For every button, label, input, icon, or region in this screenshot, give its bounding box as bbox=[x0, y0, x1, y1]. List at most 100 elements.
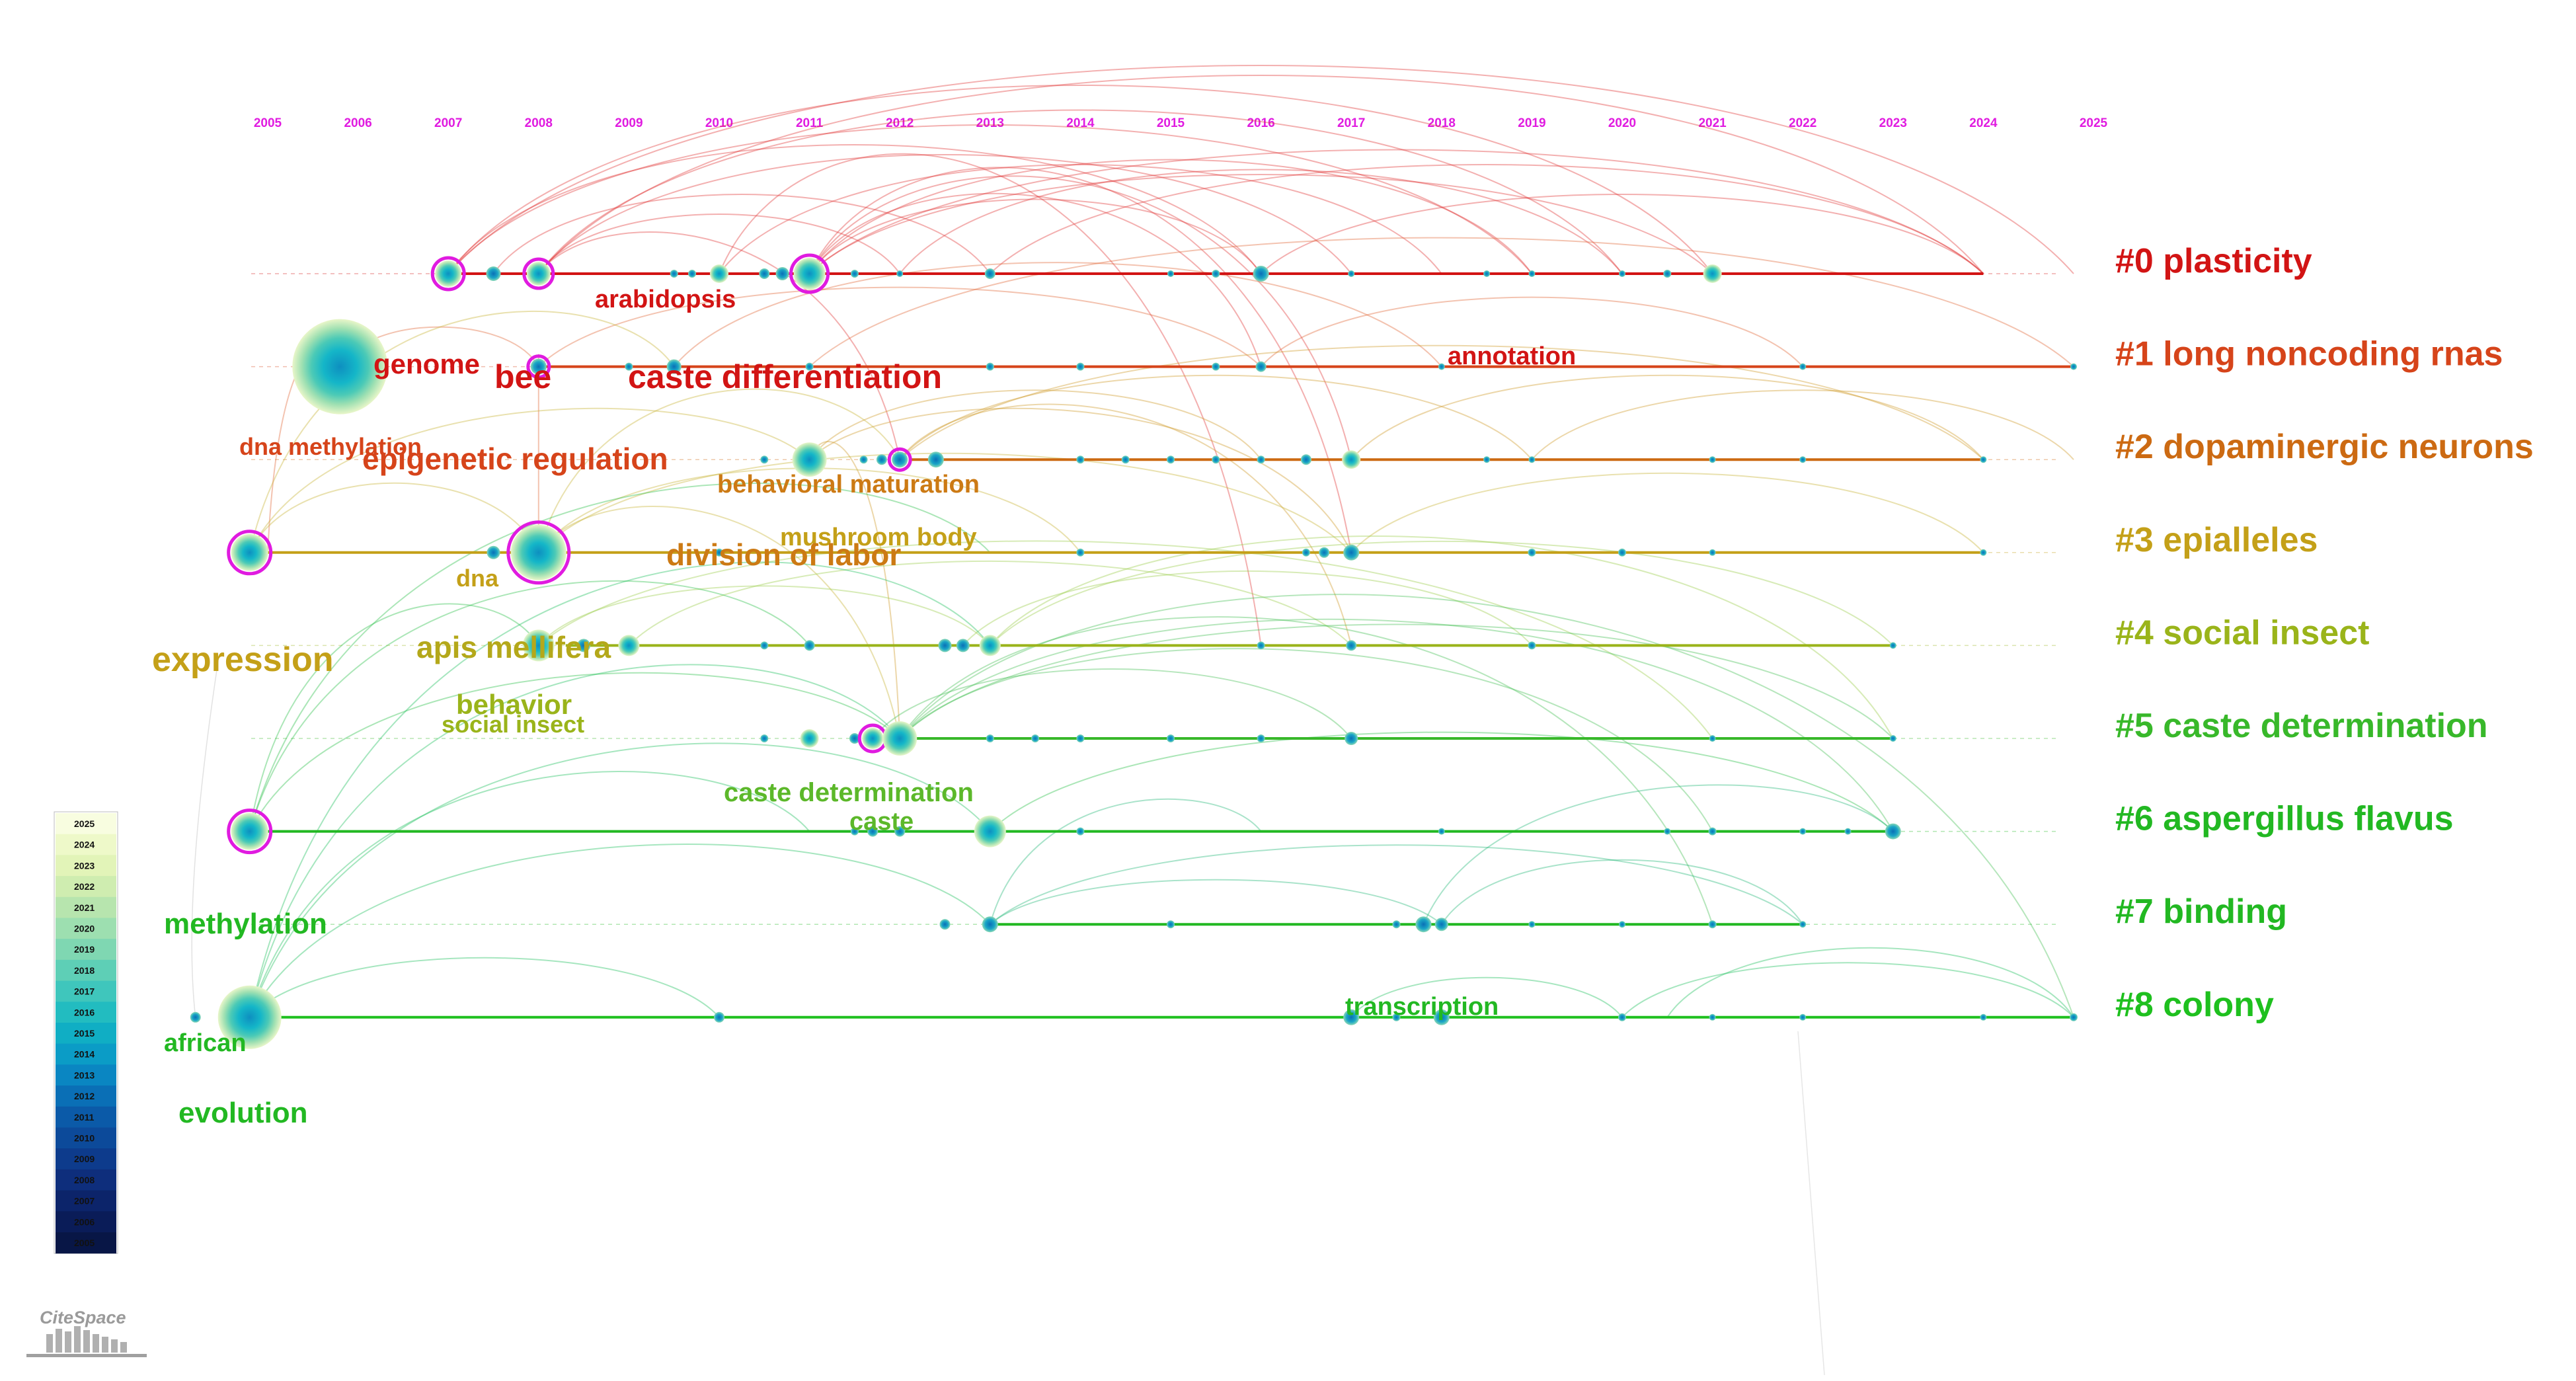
cluster-labels[interactable]: #0 plasticity#1 long noncoding rnas#2 do… bbox=[2115, 242, 2534, 1024]
keyword-node[interactable] bbox=[1257, 455, 1265, 464]
keyword-node[interactable] bbox=[217, 985, 282, 1049]
keyword-node[interactable] bbox=[1709, 456, 1716, 463]
keyword-node[interactable] bbox=[1619, 921, 1625, 928]
keyword-node[interactable] bbox=[1302, 548, 1310, 557]
keyword-node[interactable] bbox=[1167, 270, 1174, 277]
keyword-node[interactable] bbox=[1121, 455, 1130, 464]
keyword-node[interactable] bbox=[688, 270, 697, 278]
cluster-label[interactable]: #6 aspergillus flavus bbox=[2115, 800, 2454, 838]
keyword-node[interactable] bbox=[1257, 734, 1265, 742]
keyword-node[interactable] bbox=[1483, 456, 1491, 463]
keyword-node[interactable] bbox=[1528, 641, 1536, 650]
keyword-node[interactable] bbox=[850, 270, 859, 278]
keyword-node[interactable] bbox=[1434, 918, 1448, 931]
keyword-node[interactable] bbox=[710, 264, 728, 283]
keyword-node[interactable] bbox=[1799, 456, 1807, 463]
keyword-node[interactable] bbox=[760, 641, 769, 650]
keyword-node[interactable] bbox=[986, 734, 994, 742]
keyword-node[interactable] bbox=[2070, 1013, 2078, 1021]
keyword-node[interactable] bbox=[1619, 270, 1625, 277]
keyword-node[interactable] bbox=[430, 256, 466, 292]
keyword-node[interactable] bbox=[1528, 456, 1536, 463]
cluster-label[interactable]: #3 epialleles bbox=[2115, 521, 2318, 559]
keyword-node[interactable] bbox=[1438, 828, 1445, 835]
keyword-node[interactable] bbox=[1167, 734, 1175, 742]
keyword-node[interactable] bbox=[526, 354, 551, 379]
keyword-node[interactable] bbox=[1212, 362, 1220, 371]
keyword-node[interactable] bbox=[896, 270, 904, 277]
keyword-node[interactable] bbox=[882, 721, 917, 756]
keyword-node[interactable] bbox=[759, 268, 770, 279]
keyword-node[interactable] bbox=[1885, 823, 1901, 840]
keyword-node[interactable] bbox=[1076, 455, 1085, 464]
keyword-node[interactable] bbox=[849, 733, 860, 744]
keyword-node[interactable] bbox=[577, 639, 591, 652]
keyword-node[interactable] bbox=[1708, 827, 1717, 836]
keyword-node[interactable] bbox=[1703, 264, 1722, 283]
keyword-node[interactable] bbox=[876, 454, 887, 465]
keyword-node[interactable] bbox=[1664, 828, 1671, 835]
keyword-node[interactable] bbox=[982, 916, 998, 933]
keyword-node[interactable] bbox=[1799, 921, 1807, 928]
keyword-node[interactable] bbox=[805, 362, 814, 371]
keyword-node[interactable] bbox=[1618, 1013, 1626, 1021]
keyword-node[interactable] bbox=[1212, 270, 1220, 278]
keyword-node[interactable] bbox=[1076, 827, 1085, 836]
keyword-node[interactable] bbox=[1167, 455, 1175, 464]
keyword-node[interactable] bbox=[1889, 642, 1896, 649]
keyword-node[interactable] bbox=[1709, 1013, 1716, 1021]
keyword-node[interactable] bbox=[487, 545, 500, 559]
keyword-node[interactable] bbox=[867, 826, 878, 837]
keyword-node[interactable] bbox=[486, 266, 501, 281]
keyword-node[interactable] bbox=[1663, 270, 1672, 278]
keyword-node[interactable] bbox=[1483, 270, 1491, 277]
keyword-node[interactable] bbox=[1799, 828, 1807, 835]
keyword-node[interactable] bbox=[1348, 270, 1355, 277]
keyword-node[interactable] bbox=[1799, 363, 1807, 370]
keyword-node[interactable] bbox=[939, 919, 951, 930]
keyword-node[interactable] bbox=[1319, 547, 1330, 558]
keyword-node[interactable] bbox=[1167, 920, 1175, 929]
keyword-node[interactable] bbox=[1415, 916, 1432, 933]
keyword-node[interactable] bbox=[1076, 362, 1085, 371]
keyword-node[interactable] bbox=[1889, 735, 1896, 742]
keyword-node[interactable] bbox=[522, 257, 555, 290]
keyword-node[interactable] bbox=[292, 319, 388, 414]
keyword-nodes[interactable] bbox=[190, 253, 2078, 1049]
keyword-node[interactable] bbox=[938, 639, 952, 652]
keyword-node[interactable] bbox=[1343, 544, 1360, 561]
cluster-label[interactable]: #8 colony bbox=[2115, 986, 2274, 1024]
keyword-node[interactable] bbox=[800, 729, 819, 748]
keyword-node[interactable] bbox=[1709, 735, 1716, 742]
keyword-node[interactable] bbox=[804, 640, 815, 651]
keyword-node[interactable] bbox=[1253, 266, 1269, 282]
keyword-node[interactable] bbox=[894, 826, 906, 837]
keyword-node[interactable] bbox=[789, 253, 830, 294]
keyword-node[interactable] bbox=[714, 1011, 724, 1023]
keyword-node[interactable] bbox=[506, 520, 571, 585]
keyword-node[interactable] bbox=[1799, 1013, 1807, 1021]
keyword-node[interactable] bbox=[986, 362, 994, 371]
keyword-node[interactable] bbox=[1300, 454, 1311, 465]
cluster-label[interactable]: #2 dopaminergic neurons bbox=[2115, 428, 2534, 466]
keyword-node[interactable] bbox=[1618, 548, 1626, 557]
keyword-node[interactable] bbox=[1844, 828, 1852, 835]
keyword-node[interactable] bbox=[1031, 734, 1040, 742]
keyword-node[interactable] bbox=[792, 442, 827, 477]
keyword-node[interactable] bbox=[190, 1011, 201, 1023]
keyword-node[interactable] bbox=[1980, 1013, 1987, 1021]
keyword-node[interactable] bbox=[760, 734, 769, 742]
keyword-node[interactable] bbox=[1255, 361, 1267, 372]
keyword-node[interactable] bbox=[1076, 548, 1085, 557]
keyword-node[interactable] bbox=[956, 639, 970, 652]
keyword-node[interactable] bbox=[227, 530, 273, 576]
keyword-node[interactable] bbox=[1980, 549, 1987, 556]
keyword-node[interactable] bbox=[1528, 548, 1536, 557]
keyword-node[interactable] bbox=[984, 268, 995, 279]
keyword-node[interactable] bbox=[1980, 456, 1987, 463]
keyword-node[interactable] bbox=[1346, 640, 1357, 651]
keyword-node[interactable] bbox=[1528, 921, 1536, 928]
keyword-node[interactable] bbox=[2070, 363, 2077, 370]
keyword-node[interactable] bbox=[670, 270, 678, 278]
keyword-node[interactable] bbox=[775, 267, 789, 280]
